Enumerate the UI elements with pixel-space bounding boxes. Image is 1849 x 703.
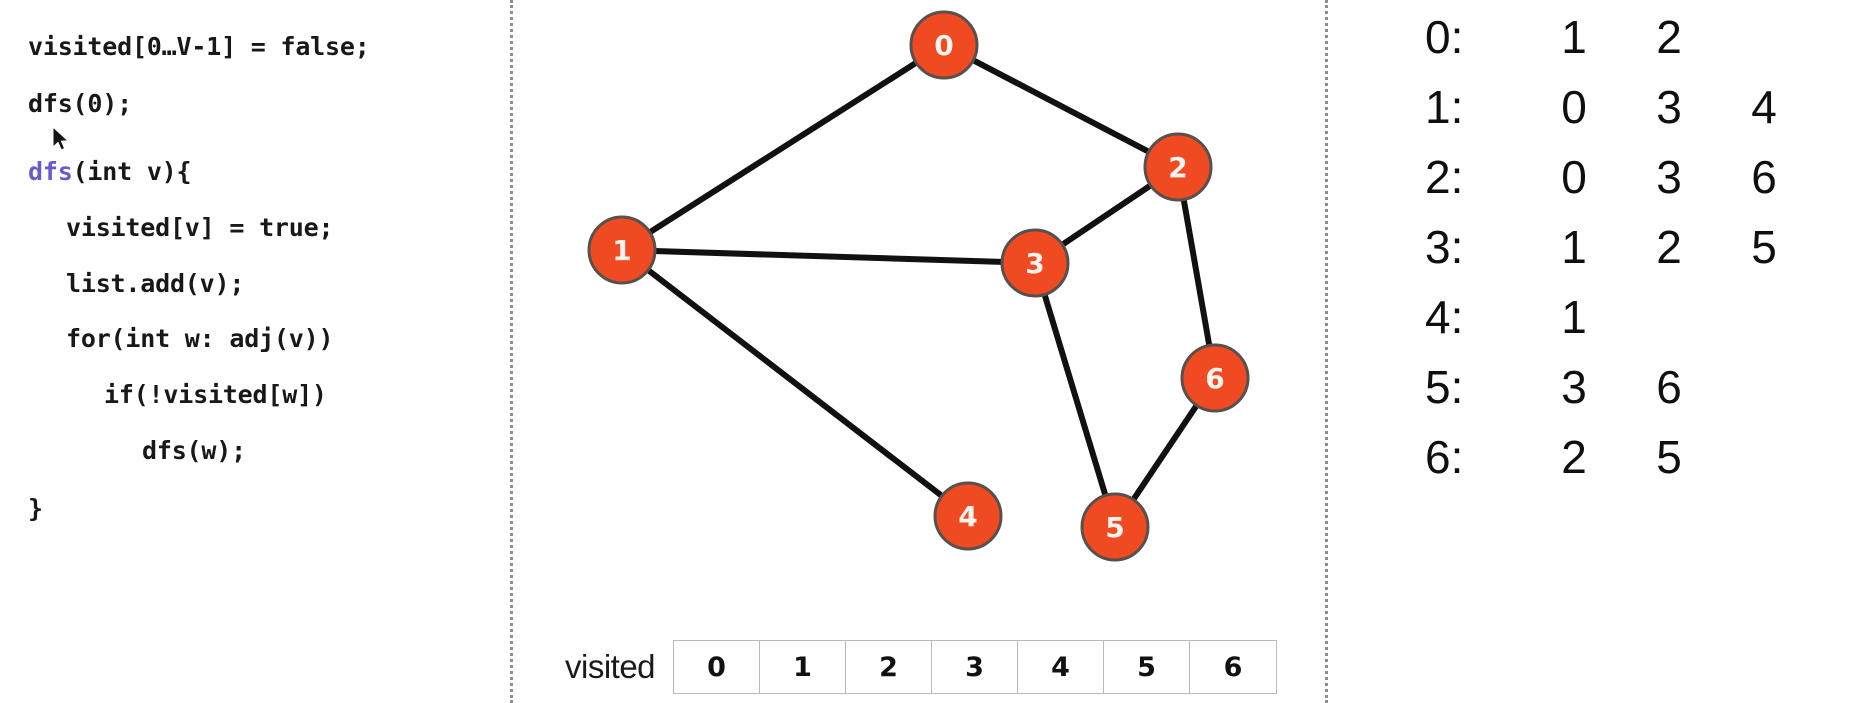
adjacency-row-key: 2: bbox=[1425, 151, 1464, 203]
adjacency-row-value: 5 bbox=[1751, 221, 1777, 273]
visited-cell-5[interactable]: 5 bbox=[1104, 641, 1191, 693]
node-label: 0 bbox=[934, 29, 953, 62]
adjacency-row-value: 3 bbox=[1561, 361, 1587, 413]
node-label: 2 bbox=[1168, 151, 1187, 184]
graph-node-4[interactable]: 4 bbox=[933, 481, 1003, 551]
adjacency-row-value: 3 bbox=[1656, 81, 1682, 133]
node-circle bbox=[909, 10, 979, 80]
adjacency-row-key: 5: bbox=[1425, 361, 1464, 413]
mouse-cursor-icon bbox=[52, 126, 70, 151]
code-line-8: } bbox=[28, 494, 43, 523]
node-label: 1 bbox=[612, 234, 631, 267]
divider-right bbox=[1325, 0, 1328, 703]
adjacency-row-value: 3 bbox=[1656, 151, 1682, 203]
graph-node-1[interactable]: 1 bbox=[587, 215, 657, 285]
adjacency-row-value: 0 bbox=[1561, 151, 1587, 203]
divider-left bbox=[510, 0, 513, 703]
graph-edge-0-2 bbox=[941, 42, 1181, 170]
code-line-5: for(int w: adj(v)) bbox=[66, 324, 334, 353]
graph-edge-1-3 bbox=[619, 247, 1038, 266]
adjacency-row-value: 2 bbox=[1561, 431, 1587, 483]
visited-cell-2[interactable]: 2 bbox=[846, 641, 933, 693]
adjacency-row-value: 6 bbox=[1656, 361, 1682, 413]
code-line-0: visited[0…V-1] = false; bbox=[28, 32, 370, 61]
graph-nodes: 0 1 2 3 4 5 6 bbox=[587, 10, 1250, 562]
node-circle bbox=[1000, 228, 1070, 298]
adjacency-row-value: 1 bbox=[1561, 291, 1587, 343]
adjacency-row-key: 3: bbox=[1425, 221, 1464, 273]
adjacency-row-key: 1: bbox=[1425, 81, 1464, 133]
node-label: 3 bbox=[1025, 247, 1044, 280]
visited-cell-1[interactable]: 1 bbox=[760, 641, 847, 693]
adjacency-row-value: 0 bbox=[1561, 81, 1587, 133]
visited-cell-3[interactable]: 3 bbox=[932, 641, 1019, 693]
graph-node-0[interactable]: 0 bbox=[909, 10, 979, 80]
graph-edge-1-4 bbox=[619, 247, 971, 519]
graph-edge-2-6 bbox=[1175, 164, 1218, 381]
node-label: 4 bbox=[958, 500, 977, 533]
code-line-7: dfs(w); bbox=[142, 436, 246, 465]
code-panel: visited[0…V-1] = false; dfs(0); dfs(int v)… bbox=[0, 0, 510, 703]
code-text: (int v){ bbox=[72, 157, 192, 186]
adjacency-row-value: 2 bbox=[1656, 11, 1682, 63]
adjacency-row-key: 0: bbox=[1425, 11, 1464, 63]
adjacency-row-0: 0: 1 2 bbox=[1325, 10, 1849, 72]
node-circle bbox=[1080, 492, 1150, 562]
adjacency-row-2: 2: 0 3 6 bbox=[1325, 150, 1849, 212]
adjacency-row-value: 4 bbox=[1751, 81, 1777, 133]
adjacency-row-value: 5 bbox=[1656, 431, 1682, 483]
graph-node-3[interactable]: 3 bbox=[1000, 228, 1070, 298]
node-circle bbox=[587, 215, 657, 285]
code-line-6: if(!visited[w]) bbox=[104, 380, 327, 409]
visited-label: visited bbox=[565, 648, 656, 685]
adjacency-row-3: 3: 1 2 5 bbox=[1325, 220, 1849, 282]
graph-drawing: 0 1 2 3 4 5 6 bbox=[587, 10, 1250, 562]
code-line-2: dfs(int v){ bbox=[28, 157, 192, 186]
node-circle bbox=[1180, 343, 1250, 413]
visited-cell-0[interactable]: 0 bbox=[674, 641, 761, 693]
visited-cell-4[interactable]: 4 bbox=[1018, 641, 1105, 693]
adjacency-row-key: 4: bbox=[1425, 291, 1464, 343]
code-keyword: dfs bbox=[28, 157, 73, 186]
node-label: 5 bbox=[1105, 511, 1124, 544]
adjacency-row-4: 4: 1 bbox=[1325, 290, 1849, 352]
adjacency-row-5: 5: 3 6 bbox=[1325, 360, 1849, 422]
adjacency-row-value: 1 bbox=[1561, 11, 1587, 63]
graph-edges bbox=[619, 42, 1218, 530]
adjacency-row-value: 6 bbox=[1751, 151, 1777, 203]
adjacency-row-value: 2 bbox=[1656, 221, 1682, 273]
graph-node-5[interactable]: 5 bbox=[1080, 492, 1150, 562]
adjacency-list-panel: 0: 1 2 1: 0 3 4 2: 0 3 6 3: 1 2 5 4: 1 5: 3 6 6: 2 5 bbox=[1325, 0, 1849, 703]
graph-node-6[interactable]: 6 bbox=[1180, 343, 1250, 413]
node-circle bbox=[933, 481, 1003, 551]
visited-cell-6[interactable]: 6 bbox=[1190, 641, 1277, 693]
node-circle bbox=[1143, 132, 1213, 202]
graph-edge-3-5 bbox=[1032, 260, 1118, 530]
graph-node-2[interactable]: 2 bbox=[1143, 132, 1213, 202]
graph-edge-0-1 bbox=[619, 42, 947, 253]
node-label: 6 bbox=[1205, 362, 1224, 395]
code-line-4: list.add(v); bbox=[66, 269, 245, 298]
adjacency-row-6: 6: 2 5 bbox=[1325, 430, 1849, 492]
code-line-3: visited[v] = true; bbox=[66, 213, 334, 242]
adjacency-row-value: 1 bbox=[1561, 221, 1587, 273]
adjacency-row-1: 1: 0 3 4 bbox=[1325, 80, 1849, 142]
adjacency-row-key: 6: bbox=[1425, 431, 1464, 483]
code-line-1: dfs(0); bbox=[28, 89, 132, 118]
